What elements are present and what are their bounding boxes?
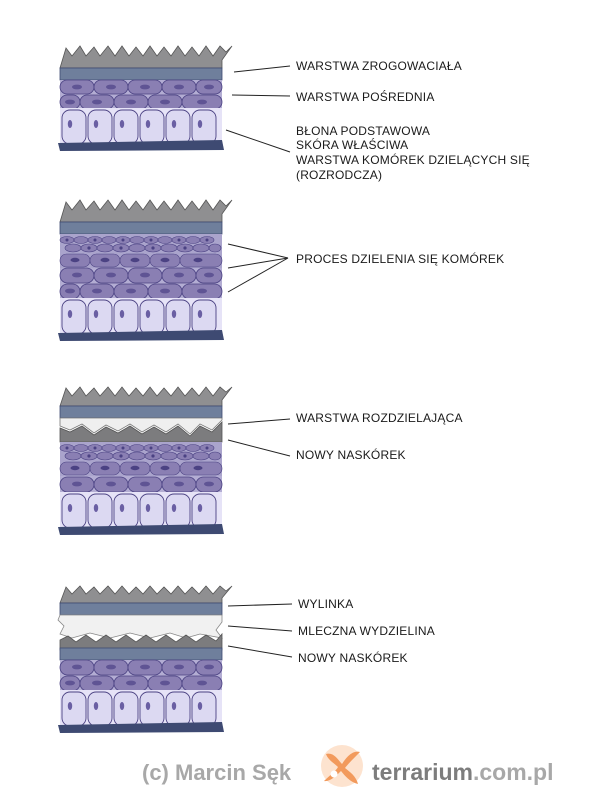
panel1-leader-lines: [225, 65, 291, 153]
basement-membrane: [58, 722, 224, 733]
panel-shedding: WYLINKA MLECZNA WYDZIELINA NOWY NASKÓREK: [57, 585, 435, 733]
label-shed-skin: WYLINKA: [298, 597, 353, 611]
intermediate-layer: [59, 659, 223, 692]
intermediate-layer: [59, 79, 223, 110]
label-cell-division: PROCES DZIELENIA SIĘ KOMÓREK: [296, 251, 504, 266]
intermediate-layer: [59, 267, 223, 300]
label-new-epidermis: NOWY NASKÓREK: [298, 650, 408, 665]
dividing-cells-zone: [59, 442, 223, 476]
label-basement-membrane: BŁONA PODSTAWOWA: [296, 124, 430, 138]
panel3-leader-lines: [227, 418, 291, 457]
basement-membrane: [58, 140, 224, 151]
basal-layer: [60, 690, 222, 727]
basement-membrane: [58, 330, 224, 341]
footer-credit: (c) Marcin Sęk terrarium.com.pl: [142, 745, 554, 787]
label-dermis: SKÓRA WŁAŚCIWA: [296, 137, 408, 152]
basement-membrane: [58, 524, 224, 535]
panel-cell-division: PROCES DZIELENIA SIĘ KOMÓREK: [58, 199, 504, 341]
intermediate-layer: [59, 476, 223, 494]
separation-layer: [59, 417, 223, 435]
label-intermediate-layer: WARSTWA POŚREDNIA: [296, 89, 435, 104]
label-germinative: (ROZRODCZA): [296, 168, 382, 182]
label-stratum-corneum: WARSTWA ZROGOWACIAŁA: [296, 59, 462, 73]
site-name: terrarium: [372, 759, 473, 785]
new-epidermis-corneum: [59, 421, 223, 443]
basal-layer: [60, 492, 222, 529]
old-corneum-layer: [59, 386, 233, 419]
panel4-leader-lines: [227, 603, 293, 658]
terrarium-logo-icon: [321, 745, 363, 787]
site-logo-text: terrarium.com.pl: [372, 759, 554, 785]
panel-skin-layers: WARSTWA ZROGOWACIAŁA WARSTWA POŚREDNIA B…: [58, 45, 530, 182]
site-domain: .com.pl: [473, 759, 554, 785]
dividing-cells-zone: [59, 234, 223, 268]
panel-separation: WARSTWA ROZDZIELAJĄCA NOWY NASKÓREK: [58, 386, 463, 535]
label-new-epidermis: NOWY NASKÓREK: [296, 447, 406, 462]
author-credit: (c) Marcin Sęk: [142, 760, 292, 785]
stratum-corneum-layer: [59, 45, 233, 81]
label-separation-layer: WARSTWA ROZDZIELAJĄCA: [296, 411, 463, 425]
shed-skin-layer: [59, 585, 233, 616]
panel2-leader-lines: [227, 243, 289, 293]
basal-layer: [60, 108, 222, 145]
label-dividing-cells-layer: WARSTWA KOMÓREK DZIELĄCYCH SIĘ: [296, 152, 530, 167]
label-milky-secretion: MLECZNA WYDZIELINA: [298, 624, 435, 638]
stratum-corneum-layer: [59, 199, 233, 235]
milky-secretion-layer: [57, 614, 223, 639]
basal-layer: [60, 298, 222, 335]
new-epidermis-corneum: [59, 632, 223, 661]
